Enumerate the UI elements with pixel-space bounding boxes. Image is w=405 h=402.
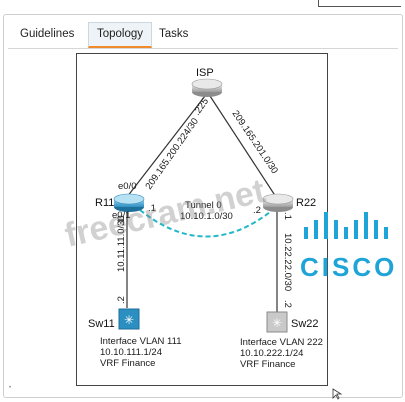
r11-e00-label: e0/0 bbox=[118, 181, 137, 192]
r11-sw11-sw-host-label: .2 bbox=[116, 296, 127, 304]
r22-label: R22 bbox=[296, 197, 316, 209]
cisco-logo-icon: CISCO bbox=[300, 212, 397, 282]
tunnel-name-label: Tunnel 0 bbox=[185, 200, 222, 211]
r11-sw11-subnet-label: 10.11.11.0/30 bbox=[116, 215, 127, 272]
tab-bar: Guidelines Topology Tasks bbox=[8, 22, 398, 49]
tab-topology[interactable]: Topology bbox=[88, 22, 153, 48]
sw11-label: Sw11 bbox=[88, 318, 115, 330]
r22-sw22-r22-host-label: .1 bbox=[282, 212, 293, 220]
window-edge bbox=[318, 0, 401, 7]
r11-label: R11 bbox=[95, 197, 114, 209]
isp-router-icon bbox=[191, 78, 223, 97]
isp-r11-subnet-label: 209.165.200.224/30 bbox=[143, 116, 200, 192]
sw22-vlan-label: Interface VLAN 222 bbox=[240, 337, 323, 348]
sw22-ip-label: 10.10.222.1/24 bbox=[240, 348, 303, 359]
bottom-dot: • bbox=[9, 385, 11, 391]
sw11-ip-label: 10.10.111.1/24 bbox=[100, 347, 162, 358]
r11-sw11-r11-host-label: .1 bbox=[116, 218, 127, 226]
r11-tunnel-host-label: .1 bbox=[148, 203, 156, 214]
sw22-switch-icon: ✳ bbox=[266, 311, 288, 333]
watermark-text: freecram.net bbox=[61, 172, 268, 255]
sw22-label: Sw22 bbox=[291, 318, 319, 330]
sw11-vlan-label: Interface VLAN 111 bbox=[100, 336, 182, 347]
isp-label: ISP bbox=[196, 67, 214, 79]
r22-sw22-sw-host-label: .2 bbox=[282, 300, 293, 308]
r11-router-icon bbox=[113, 193, 145, 212]
content-panel bbox=[3, 14, 403, 398]
sw11-vrf-label: VRF Finance bbox=[100, 358, 155, 369]
cisco-logo-text: CISCO bbox=[300, 252, 397, 282]
tab-tasks[interactable]: Tasks bbox=[159, 28, 189, 40]
svg-text:✳: ✳ bbox=[272, 316, 282, 330]
tunnel-subnet-label: 10.10.1.0/30 bbox=[180, 211, 233, 222]
r22-sw22-subnet-label: 10.22.22.0/30 bbox=[282, 233, 293, 291]
isp-r11-isp-host-label: .225 bbox=[191, 96, 211, 117]
isp-r22-subnet-label: 209.165.201.0/30 bbox=[230, 109, 280, 176]
sw11-switch-icon: ✳ bbox=[118, 308, 140, 330]
mouse-cursor-icon bbox=[332, 388, 343, 400]
tab-guidelines[interactable]: Guidelines bbox=[20, 28, 75, 40]
r22-tunnel-host-label: .2 bbox=[253, 205, 261, 216]
r11-e01-label: e0/1 bbox=[112, 210, 131, 221]
link-isp-r11 bbox=[126, 95, 206, 198]
svg-text:✳: ✳ bbox=[124, 313, 134, 327]
r22-router-icon bbox=[262, 193, 294, 212]
sw22-vrf-label: VRF Finance bbox=[240, 359, 295, 370]
link-isp-r22 bbox=[209, 95, 277, 198]
tunnel-link bbox=[139, 209, 271, 238]
